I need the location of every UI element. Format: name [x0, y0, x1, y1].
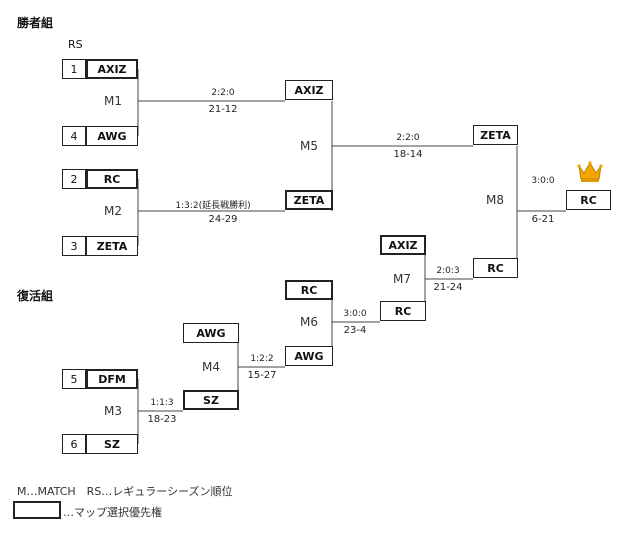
match-winner-m3: SZ	[183, 390, 239, 410]
match-points-m4: 15-27	[247, 370, 277, 381]
match-label-m2: M2	[104, 204, 122, 218]
match-result-m1: 2:2:0	[211, 88, 235, 98]
match-result-m4: 1:2:2	[250, 354, 274, 364]
match-points-m3: 18-23	[147, 414, 177, 425]
match-team-m4-top: AWG	[183, 323, 239, 343]
seed-rank: 6	[62, 434, 86, 454]
legend-priority-text: …マップ選択優先権	[63, 506, 162, 519]
team-box-awg: AWG	[86, 126, 138, 146]
team-box-axiz: AXIZ	[86, 59, 138, 79]
match-points-m6: 23-4	[343, 325, 367, 336]
match-label-m7: M7	[393, 272, 411, 286]
legend-priority-box	[13, 501, 61, 519]
match-label-m3: M3	[104, 404, 122, 418]
match-winner-m1: AXIZ	[285, 80, 333, 100]
team-box-sz: SZ	[86, 434, 138, 454]
losers-bracket-title: 復活組	[17, 289, 54, 303]
match-label-m6: M6	[300, 315, 318, 329]
winners-bracket-title: 勝者組	[17, 16, 54, 30]
match-points-m1: 21-12	[208, 104, 238, 115]
legend-abbreviations: M…MATCH RS…レギュラーシーズン順位	[17, 485, 233, 498]
seed-rank: 5	[62, 369, 86, 389]
crown-icon	[577, 161, 603, 182]
champion-box: RC	[566, 190, 611, 210]
match-label-m1: M1	[104, 94, 122, 108]
match-result-m5: 2:2:0	[396, 133, 420, 143]
match-winner-m7: RC	[473, 258, 518, 278]
team-box-rc: RC	[86, 169, 138, 189]
match-winner-m5: ZETA	[473, 125, 518, 145]
seed-rank: 4	[62, 126, 86, 146]
match-result-m2: 1:3:2(延長戦勝利)	[175, 201, 251, 211]
seed-rank: 3	[62, 236, 86, 256]
match-winner-m4: AWG	[285, 346, 333, 366]
match-winner-m6: RC	[380, 301, 426, 321]
match-result-m3: 1:1:3	[150, 398, 174, 408]
match-label-m5: M5	[300, 139, 318, 153]
match-result-m8: 3:0:0	[531, 176, 555, 186]
seed-rank: 1	[62, 59, 86, 79]
match-team-m6-top: RC	[285, 280, 333, 300]
match-label-m8: M8	[486, 193, 504, 207]
match-result-m6: 3:0:0	[343, 309, 367, 319]
match-points-m8: 6-21	[531, 214, 555, 225]
match-team-m7-top: AXIZ	[380, 235, 426, 255]
team-box-dfm: DFM	[86, 369, 138, 389]
match-result-m7: 2:0:3	[436, 266, 460, 276]
match-label-m4: M4	[202, 360, 220, 374]
match-points-m7: 21-24	[433, 282, 463, 293]
match-points-m5: 18-14	[393, 149, 423, 160]
match-points-m2: 24-29	[208, 214, 238, 225]
seed-rank: 2	[62, 169, 86, 189]
rs-column-header: RS	[68, 38, 83, 51]
team-box-zeta: ZETA	[86, 236, 138, 256]
match-winner-m2: ZETA	[285, 190, 333, 210]
